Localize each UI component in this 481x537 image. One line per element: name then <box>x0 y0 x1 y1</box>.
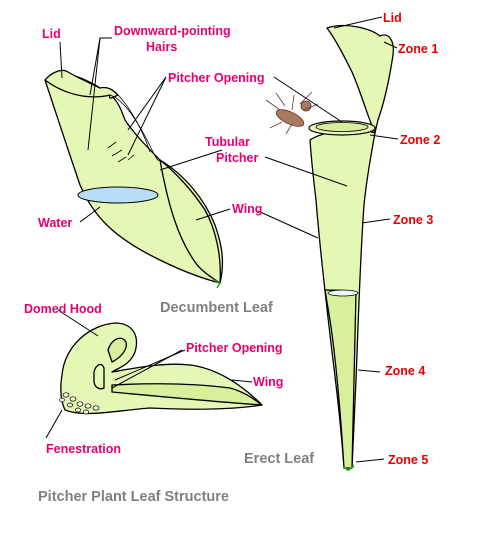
label-zone-1: Zone 1 <box>398 42 438 56</box>
water-pool <box>77 186 159 204</box>
label-pitcher-opening-hooded: Pitcher Opening <box>186 341 283 355</box>
label-tubular-line1: Tubular <box>205 135 250 149</box>
label-pitcher-opening-decumbent: Pitcher Opening <box>168 71 265 85</box>
pointer-lines <box>45 16 399 463</box>
fenestration-spots <box>59 392 100 415</box>
label-wing-decumbent: Wing <box>232 202 262 216</box>
diagram-title: Pitcher Plant Leaf Structure <box>38 489 229 505</box>
label-zone-3: Zone 3 <box>393 213 433 227</box>
label-wing-hooded: Wing <box>253 375 283 389</box>
decumbent-leaf-drawing <box>44 69 224 289</box>
hooded-leaf-drawing <box>59 322 263 415</box>
label-lid-decumbent: Lid <box>42 27 61 41</box>
label-domed-hood: Domed Hood <box>24 302 102 316</box>
label-lid-erect: Lid <box>383 11 402 25</box>
label-water: Water <box>38 216 72 230</box>
label-hairs-line1: Downward-pointing <box>114 24 231 38</box>
label-zone-5: Zone 5 <box>388 453 428 467</box>
label-fenestration: Fenestration <box>46 442 121 456</box>
label-tubular-line2: Pitcher <box>216 151 259 165</box>
label-zone-2: Zone 2 <box>400 133 440 147</box>
caption-erect-leaf: Erect Leaf <box>244 451 314 467</box>
label-zone-4: Zone 4 <box>385 364 425 378</box>
label-hairs-line2: Hairs <box>146 40 177 54</box>
insect-icon <box>265 91 319 135</box>
caption-decumbent-leaf: Decumbent Leaf <box>160 300 273 316</box>
erect-leaf-drawing <box>265 24 394 472</box>
